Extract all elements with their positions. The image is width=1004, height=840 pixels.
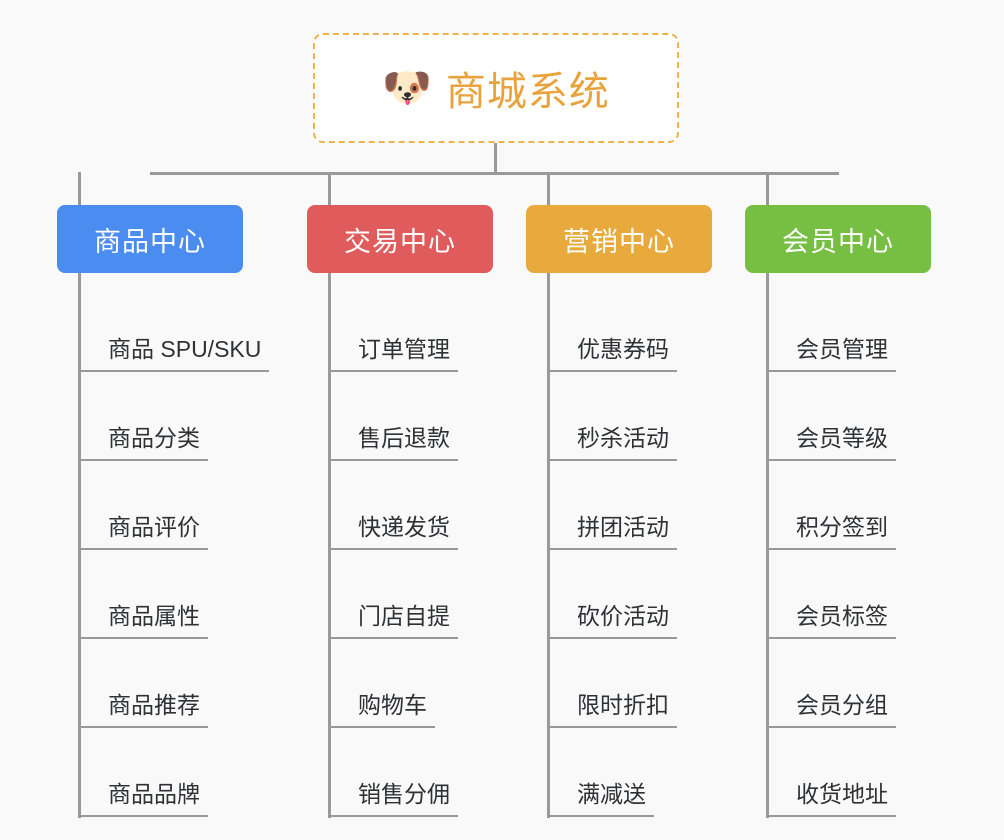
- list-item[interactable]: 会员管理: [766, 322, 896, 372]
- list-item-label: 限时折扣: [547, 692, 677, 728]
- list-item[interactable]: 会员标签: [766, 589, 896, 639]
- column-marketing-center: 营销中心优惠券码秒杀活动拼团活动砍价活动限时折扣满减送: [526, 205, 712, 818]
- list-item[interactable]: 商品评价: [78, 500, 208, 550]
- list-item-label: 快递发货: [328, 514, 458, 550]
- list-item-label: 门店自提: [328, 603, 458, 639]
- list-item[interactable]: 商品推荐: [78, 678, 208, 728]
- list-item-label: 会员等级: [766, 425, 896, 461]
- list-item[interactable]: 快递发货: [328, 500, 458, 550]
- list-item-label: 商品推荐: [78, 692, 208, 728]
- list-item[interactable]: 收货地址: [766, 767, 896, 817]
- column-product-center: 商品中心商品 SPU/SKU 商品分类商品评价商品属性商品推荐商品品牌: [57, 205, 270, 818]
- list-item[interactable]: 会员等级: [766, 411, 896, 461]
- root-node[interactable]: 🐶 商城系统: [313, 33, 679, 143]
- category-header-product-center[interactable]: 商品中心: [57, 205, 243, 273]
- drop-connector-product-center: [78, 172, 81, 205]
- list-item-label: 秒杀活动: [547, 425, 677, 461]
- column-trade-center: 交易中心订单管理售后退款快递发货门店自提购物车销售分佣: [307, 205, 493, 818]
- category-header-trade-center[interactable]: 交易中心: [307, 205, 493, 273]
- list-item-label: 销售分佣: [328, 781, 458, 817]
- spine-product-center: [78, 273, 81, 818]
- list-item[interactable]: 积分签到: [766, 500, 896, 550]
- list-item-label: 会员分组: [766, 692, 896, 728]
- drop-connector-marketing-center: [547, 172, 550, 205]
- horizontal-bus-connector: [150, 172, 839, 175]
- list-item-label: 会员管理: [766, 336, 896, 372]
- root-title: 商城系统: [445, 70, 610, 114]
- shiba-inu-face-icon: 🐶: [382, 66, 432, 110]
- list-item[interactable]: 商品 SPU/SKU: [78, 322, 270, 372]
- column-member-center: 会员中心会员管理会员等级积分签到会员标签会员分组收货地址: [745, 205, 931, 818]
- drop-connector-member-center: [766, 172, 769, 205]
- list-item[interactable]: 购物车: [328, 678, 435, 728]
- list-item-label: 商品品牌: [78, 781, 208, 817]
- list-item-label: 砍价活动: [547, 603, 677, 639]
- list-item-label: 满减送: [547, 781, 654, 817]
- list-item[interactable]: 会员分组: [766, 678, 896, 728]
- list-item[interactable]: 订单管理: [328, 322, 458, 372]
- list-item[interactable]: 拼团活动: [547, 500, 677, 550]
- list-item-label: 商品评价: [78, 514, 208, 550]
- list-item-label: 收货地址: [766, 781, 896, 817]
- list-item[interactable]: 砍价活动: [547, 589, 677, 639]
- list-item[interactable]: 商品品牌: [78, 767, 208, 817]
- category-header-marketing-center[interactable]: 营销中心: [526, 205, 712, 273]
- list-item-label: 售后退款: [328, 425, 458, 461]
- root-stem-connector: [494, 143, 497, 175]
- list-item[interactable]: 限时折扣: [547, 678, 677, 728]
- list-item[interactable]: 满减送: [547, 767, 654, 817]
- list-item[interactable]: 秒杀活动: [547, 411, 677, 461]
- list-item-label: 拼团活动: [547, 514, 677, 550]
- list-item-label: 商品属性: [78, 603, 208, 639]
- list-item[interactable]: 售后退款: [328, 411, 458, 461]
- list-item-label: 商品分类: [78, 425, 208, 461]
- category-header-member-center[interactable]: 会员中心: [745, 205, 931, 273]
- list-item-label: 购物车: [328, 692, 435, 728]
- list-item[interactable]: 商品属性: [78, 589, 208, 639]
- list-item[interactable]: 门店自提: [328, 589, 458, 639]
- spine-trade-center: [328, 273, 331, 818]
- drop-connector-trade-center: [328, 172, 331, 205]
- list-item-label: 订单管理: [328, 336, 458, 372]
- list-item[interactable]: 优惠券码: [547, 322, 677, 372]
- list-item-label: 积分签到: [766, 514, 896, 550]
- list-item-label: 优惠券码: [547, 336, 677, 372]
- list-item[interactable]: 商品分类: [78, 411, 208, 461]
- list-item-label: 会员标签: [766, 603, 896, 639]
- list-item[interactable]: 销售分佣: [328, 767, 458, 817]
- list-item-label: 商品 SPU/SKU: [78, 336, 270, 372]
- spine-marketing-center: [547, 273, 550, 818]
- spine-member-center: [766, 273, 769, 818]
